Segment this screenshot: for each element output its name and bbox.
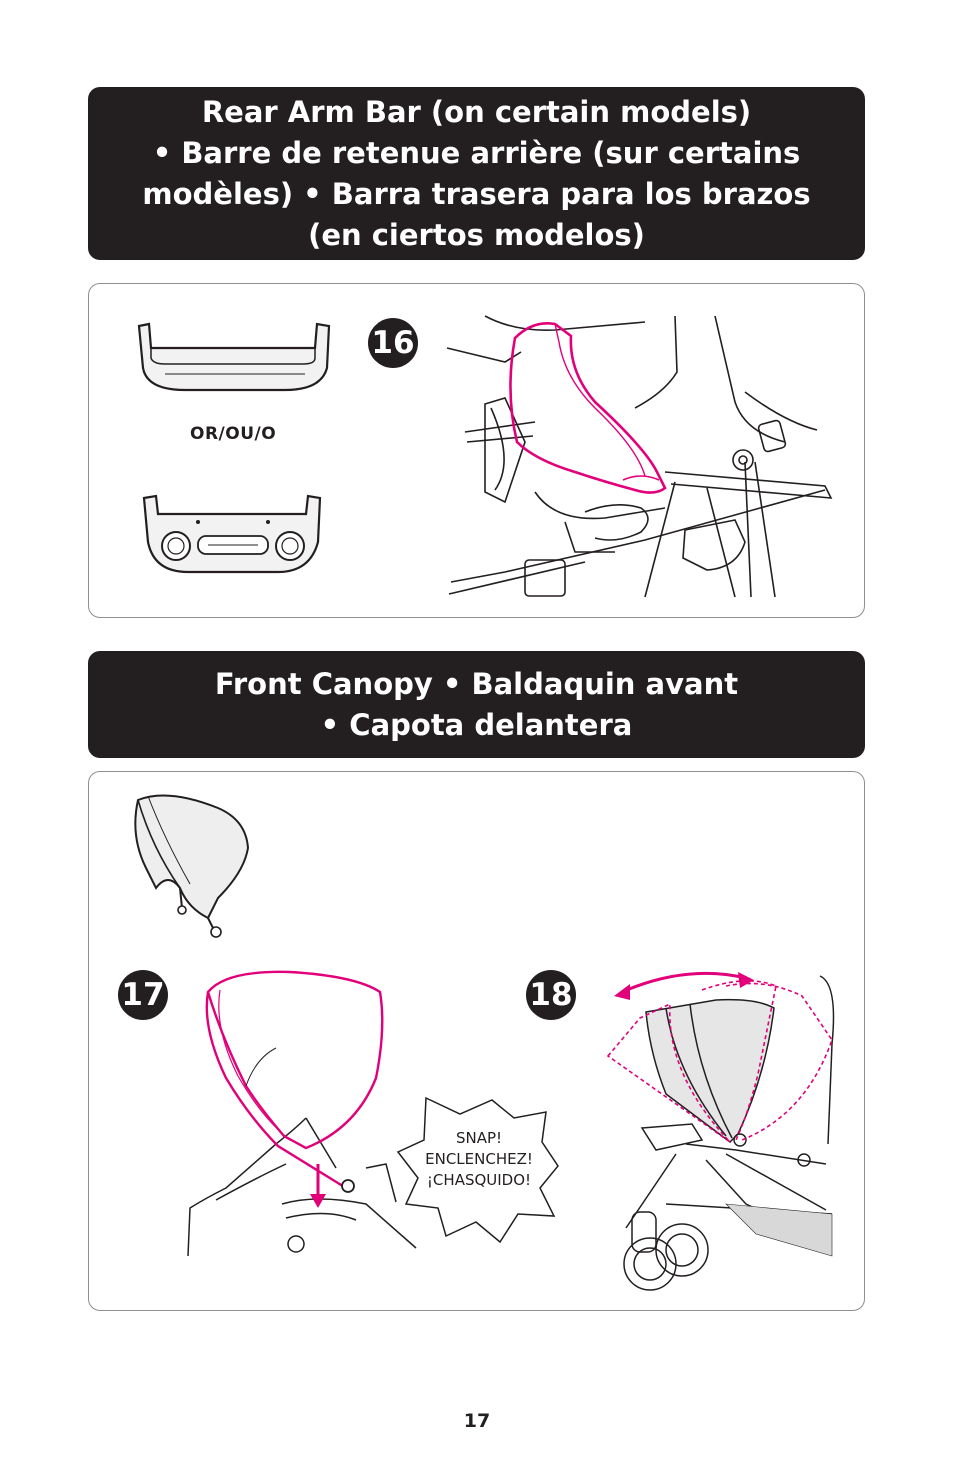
- canopy-attach-icon: [187, 970, 417, 1257]
- title-line: modèles) • Barra trasera para los brazos: [142, 176, 811, 211]
- front-canopy-header: Front Canopy • Baldaquin avant • Capota …: [88, 651, 865, 758]
- snap-line: ENCLENCHEZ!: [425, 1150, 533, 1168]
- title-line: (en ciertos modelos): [308, 217, 645, 252]
- or-label: OR/OU/O: [190, 424, 277, 444]
- step-17-badge: 17: [118, 970, 168, 1020]
- rear-arm-bar-tray-icon: [142, 494, 322, 574]
- snap-line: ¡CHASQUIDO!: [426, 1171, 532, 1189]
- canopy-adjust-icon: [606, 971, 835, 1291]
- rear-arm-bar-plain-icon: [137, 322, 331, 392]
- snap-line: SNAP!: [455, 1129, 503, 1147]
- front-canopy-title: Front Canopy • Baldaquin avant • Capota …: [195, 664, 758, 746]
- stroller-arm-bar-installation-icon: [446, 315, 833, 598]
- rear-arm-bar-header: Rear Arm Bar (on certain models) • Barre…: [88, 87, 865, 260]
- front-canopy-part-icon: [134, 794, 250, 938]
- step-18-badge: 18: [526, 970, 576, 1020]
- rear-arm-bar-title: Rear Arm Bar (on certain models) • Barre…: [122, 92, 830, 256]
- title-line: • Capota delantera: [320, 707, 633, 742]
- title-line: • Barre de retenue arrière (sur certains: [152, 135, 801, 170]
- title-line: Rear Arm Bar (on certain models): [201, 94, 752, 129]
- snap-burst-icon: [396, 1096, 559, 1244]
- title-line: Front Canopy • Baldaquin avant: [214, 666, 739, 701]
- page-number: 17: [463, 1410, 491, 1432]
- step-16-badge: 16: [368, 318, 418, 368]
- snap-text: SNAP! ENCLENCHEZ! ¡CHASQUIDO!: [404, 1128, 554, 1191]
